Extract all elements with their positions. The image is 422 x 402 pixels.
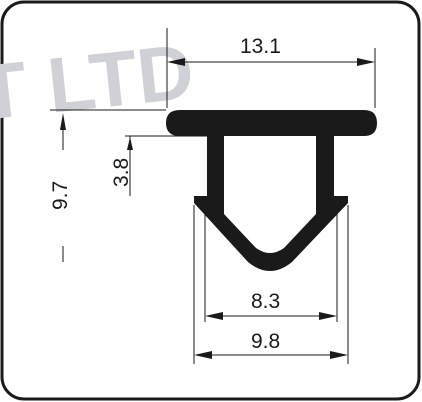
dimension-inner-width: 8.3 — [204, 205, 338, 322]
dimension-overall-width: 13.1 — [166, 28, 376, 108]
dimension-label-inner-width: 8.3 — [251, 290, 280, 313]
seal-channel — [224, 136, 316, 253]
dimension-label-overall-width: 13.1 — [240, 35, 281, 58]
dimension-label-flange-height: 3.8 — [110, 158, 133, 187]
dimension-outer-width: 9.8 — [193, 205, 349, 364]
dimension-flange-height: 3.8 — [110, 135, 207, 196]
dimension-overall-height: 9.7 — [49, 109, 166, 262]
dimension-label-overall-height: 9.7 — [49, 181, 72, 210]
dimension-label-outer-width: 9.8 — [251, 330, 280, 353]
